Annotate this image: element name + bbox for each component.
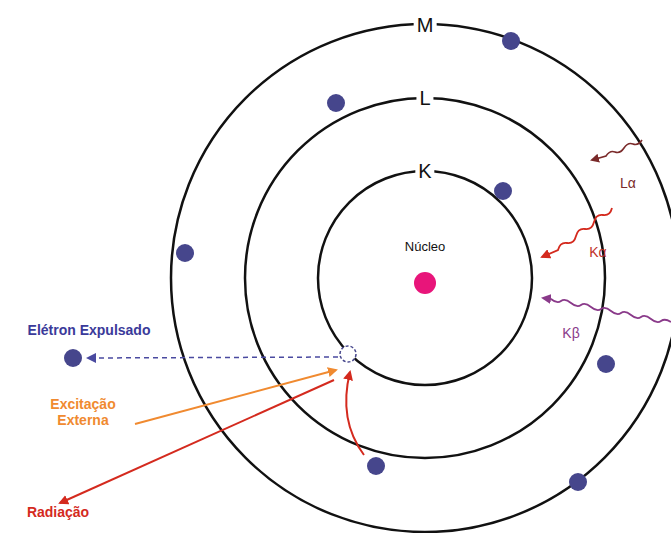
nucleus <box>414 272 436 294</box>
shell-k <box>318 171 532 385</box>
shell-label: K <box>415 160 434 183</box>
vacancy <box>340 346 356 362</box>
l-alpha-photon <box>592 140 642 160</box>
nucleus-label: Núcleo <box>405 240 445 255</box>
ejection-arrow <box>88 357 338 358</box>
line-label: Kβ <box>562 325 579 341</box>
line-label: Lα <box>620 175 636 191</box>
excitation-arrow <box>135 370 336 424</box>
shell-l <box>245 98 605 458</box>
line-label: Kα <box>589 244 606 260</box>
shell-label: M <box>414 14 437 37</box>
radiation-label: Radiação <box>27 504 89 520</box>
shell-label: L <box>416 87 433 110</box>
k-beta-photon <box>543 298 671 322</box>
ejected-label: Elétron Expulsado <box>28 322 151 338</box>
excitation-label: Excitação Externa <box>38 396 128 428</box>
transition-arrow <box>346 372 364 455</box>
shell-m <box>171 24 671 532</box>
electrons <box>64 32 615 491</box>
